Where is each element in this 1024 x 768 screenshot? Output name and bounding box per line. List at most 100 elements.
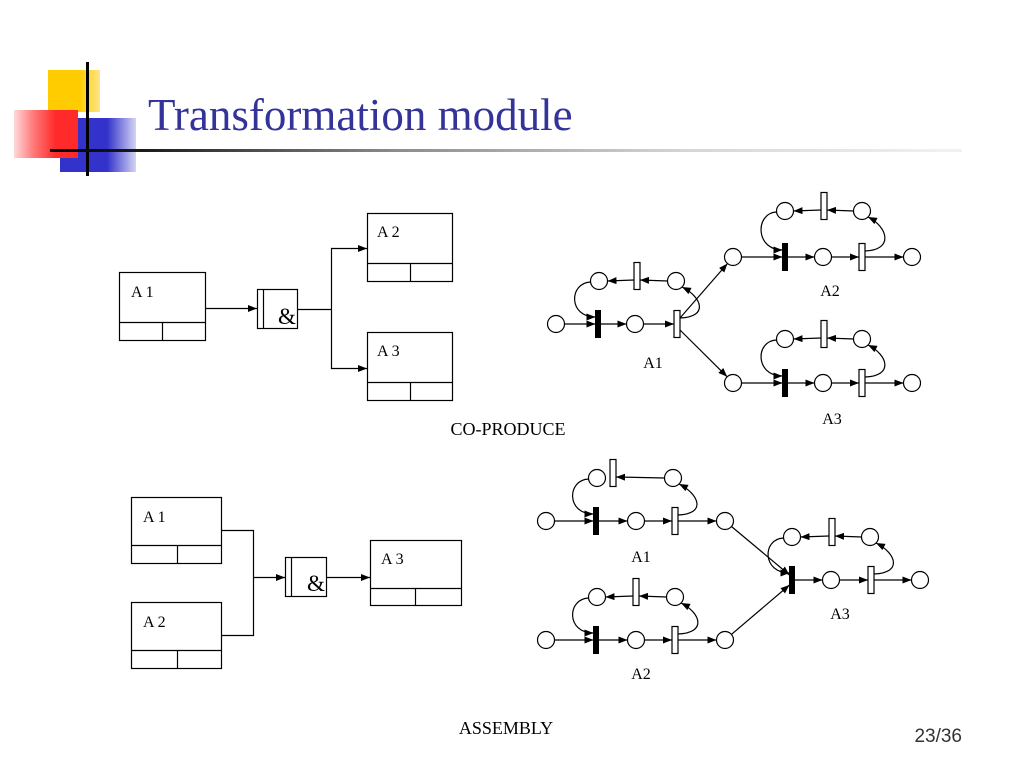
output-place (715, 511, 735, 531)
subnet-a1 (546, 261, 700, 339)
uob-box-a3: A 3 (366, 331, 454, 402)
uob-box-label: A 3 (381, 551, 404, 568)
resource-place (775, 329, 795, 349)
petri-loop-arc-out (677, 483, 698, 516)
coproduce-idef3-diagram: A 1 & A 2 A 3 (118, 212, 454, 402)
petri-transition-hollow (820, 319, 828, 349)
join-arc-from-a2 (731, 584, 790, 635)
title-underline-rule (50, 149, 962, 152)
resource-place (663, 468, 683, 488)
petri-transition-hollow (673, 309, 681, 339)
slide-title: Transformation module (148, 90, 573, 140)
petri-loop-arc-out (873, 542, 894, 575)
resource-place (589, 271, 609, 291)
petri-transition-hollow (671, 506, 679, 536)
petri-arc (638, 592, 667, 600)
petri-transition-hollow (632, 577, 640, 607)
petri-transition-filled (593, 626, 599, 654)
subnet-label-a2: A2 (820, 283, 840, 300)
petri-arc (793, 335, 822, 343)
petri-transition-hollow (609, 458, 617, 488)
petri-arc (639, 276, 668, 284)
and-junction: & (284, 556, 328, 598)
junction-symbol: & (278, 304, 296, 329)
fan-in-line (221, 529, 255, 637)
uob-box-a3: A 3 (369, 539, 463, 607)
petri-arc (605, 593, 634, 601)
join-arc-from-a1 (731, 526, 790, 576)
petri-loop-arc-in (572, 478, 594, 518)
petri-arc (793, 207, 822, 215)
petri-arc (826, 206, 854, 214)
input-place (723, 373, 743, 393)
uob-box-a1: A 1 (130, 496, 223, 565)
subnet-links (731, 526, 790, 635)
uob-box-label: A 2 (143, 614, 166, 631)
uob-box-label: A 3 (377, 343, 400, 360)
petri-transition-hollow (633, 261, 641, 291)
petri-arc (834, 532, 862, 540)
subnet-label-a2: A2 (631, 666, 651, 683)
petri-loop-arc-in (574, 281, 596, 321)
subnet-label-a1: A1 (631, 549, 651, 566)
coproduce-petri-net: A1 A2 A3 (546, 191, 922, 428)
process-place (813, 373, 833, 393)
output-place (902, 247, 922, 267)
petri-loop-arc-out (864, 344, 886, 378)
petri-arc (800, 533, 830, 541)
junction-frame (284, 556, 328, 598)
resource-place (852, 329, 872, 349)
resource-place (665, 587, 685, 607)
split-arc-to-a3 (679, 329, 728, 378)
petri-transition-hollow (858, 368, 866, 398)
input-place (723, 247, 743, 267)
assembly-idef3-diagram: A 1 A 2 & A 3 (130, 496, 463, 670)
process-place (626, 630, 646, 650)
petri-transition-filled (593, 507, 599, 535)
input-place (536, 511, 556, 531)
output-place (902, 373, 922, 393)
petri-transition-hollow (820, 191, 828, 221)
petri-arc (826, 334, 854, 342)
junction-symbol: & (307, 571, 325, 596)
petri-transition-filled (595, 310, 601, 338)
process-place (821, 570, 841, 590)
resource-place (782, 527, 802, 547)
subnet-links (679, 263, 728, 378)
resource-place (852, 201, 872, 221)
petri-transition-hollow (867, 565, 875, 595)
petri-loop-arc-out (864, 216, 886, 252)
output-place (715, 630, 735, 650)
process-place (625, 314, 645, 334)
petri-arc (615, 473, 665, 481)
input-place (546, 314, 566, 334)
uob-box-label: A 2 (377, 224, 400, 241)
and-junction: & (256, 288, 299, 330)
resource-place (587, 587, 607, 607)
subnet-label-a3: A3 (830, 606, 850, 623)
subnet-a2 (723, 191, 922, 272)
petri-transition-filled (782, 369, 788, 397)
petri-loop-arc-in (767, 537, 790, 577)
resource-place (587, 468, 607, 488)
title-accent-vertical-rule (86, 62, 89, 176)
input-place (536, 630, 556, 650)
uob-box-label: A 1 (131, 284, 154, 301)
title-accent-yellow-square (48, 70, 100, 112)
petri-loop-arc-out (677, 602, 699, 635)
process-place (626, 511, 646, 531)
coproduce-caption: CO-PRODUCE (450, 419, 565, 439)
uob-box-a2: A 2 (366, 212, 454, 283)
petri-transition-hollow (671, 625, 679, 655)
petri-loop-arc-in (760, 211, 783, 254)
uob-box-frame (130, 601, 223, 670)
uob-box-a1: A 1 (118, 271, 207, 342)
uob-box-a2: A 2 (130, 601, 223, 670)
subnet-a1 (536, 458, 735, 536)
junction-frame (256, 288, 299, 330)
output-place (910, 570, 930, 590)
petri-loop-arc-out (679, 286, 700, 319)
uob-box-frame (130, 496, 223, 565)
petri-transition-filled (789, 566, 795, 594)
uob-box-label: A 1 (143, 509, 166, 526)
